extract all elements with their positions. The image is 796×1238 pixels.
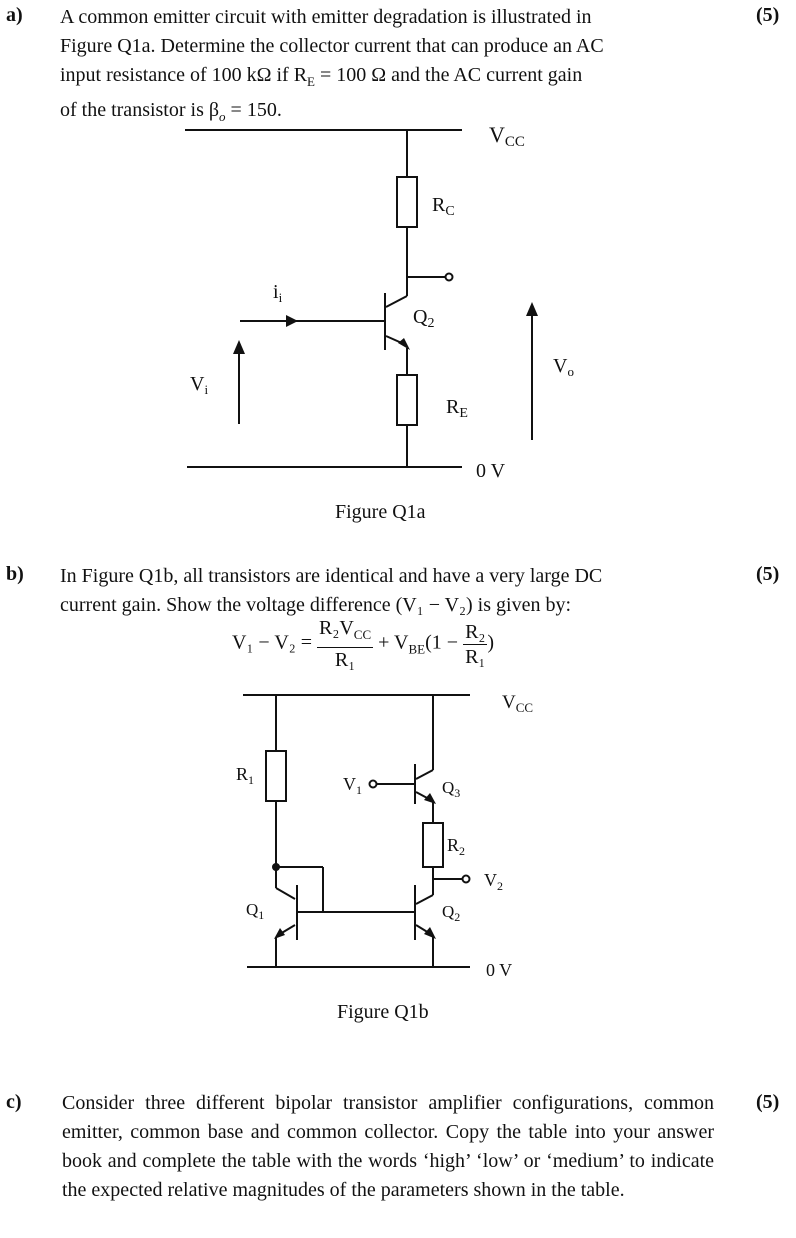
part-b-marks: (5) bbox=[756, 563, 780, 585]
part-a-line-3: input resistance of 100 kΩ if RE = 100 Ω… bbox=[60, 64, 583, 89]
vo-arrow-icon bbox=[526, 302, 538, 316]
label-vcc-a: VCC bbox=[489, 122, 525, 150]
label-q2-a: Q2 bbox=[413, 306, 434, 331]
v2-terminal bbox=[461, 874, 471, 884]
figure-q1b: VCC R1 V1 Q3 R2 V2 Q1 Q2 0 V bbox=[236, 692, 533, 980]
part-a-line-4: of the transistor is βo = 150. bbox=[60, 99, 282, 124]
part-a-label: a) bbox=[6, 4, 23, 26]
label-r1: R1 bbox=[236, 764, 254, 787]
label-vcc-b: VCC bbox=[502, 692, 533, 715]
ii-arrow-icon bbox=[286, 315, 298, 327]
output-terminal bbox=[444, 272, 454, 282]
part-a-text: A common emitter circuit with emitter de… bbox=[60, 3, 712, 131]
label-0v-a: 0 V bbox=[476, 460, 506, 482]
resistor-re bbox=[396, 374, 418, 426]
fraction-r2vcc-r1: R₂VCC R₁ bbox=[317, 617, 374, 671]
label-q3: Q3 bbox=[442, 778, 460, 800]
resistor-rc bbox=[396, 176, 418, 228]
resistor-r2 bbox=[422, 822, 444, 868]
caption-q1b: Figure Q1b bbox=[337, 1001, 429, 1023]
equation-v1-v2: V₁ − V₂ = R₂VCC R₁ + VBE(1 − R₂ R₁ ) bbox=[232, 617, 495, 671]
part-c-marks: (5) bbox=[756, 1091, 780, 1113]
label-vi: Vi bbox=[190, 373, 208, 397]
label-r2: R2 bbox=[447, 835, 465, 858]
part-b-label: b) bbox=[6, 563, 24, 585]
part-a-marks: (5) bbox=[756, 4, 780, 26]
part-c-text: Consider three different bipolar transis… bbox=[62, 1092, 714, 1201]
q1-emitter-arrow-icon bbox=[274, 928, 285, 939]
v1-terminal bbox=[368, 779, 378, 789]
label-q1: Q1 bbox=[246, 900, 264, 922]
figure-q1a: VCC RC ii Q2 Vi Vo RE 0 V bbox=[185, 122, 574, 482]
label-re: RE bbox=[446, 396, 468, 421]
vi-arrow-icon bbox=[233, 340, 245, 354]
q2-emitter-arrow-icon bbox=[398, 338, 410, 350]
part-b-text: In Figure Q1b, all transistors are ident… bbox=[60, 562, 712, 620]
label-v1: V1 bbox=[343, 774, 362, 797]
part-a-line-1: A common emitter circuit with emitter de… bbox=[60, 6, 592, 28]
part-c-label: c) bbox=[6, 1091, 22, 1113]
fraction-r2-r1: R₂ R₁ bbox=[463, 620, 488, 668]
q3-emitter-arrow-icon bbox=[424, 793, 436, 804]
part-b-line-2: current gain. Show the voltage differenc… bbox=[60, 594, 572, 616]
label-v2: V2 bbox=[484, 870, 503, 893]
part-b-line-1: In Figure Q1b, all transistors are ident… bbox=[60, 565, 603, 587]
label-0v-b: 0 V bbox=[486, 960, 512, 980]
part-a-line-2: Figure Q1a. Determine the collector curr… bbox=[60, 35, 604, 57]
q2-emitter-arrow-icon-b bbox=[424, 927, 436, 939]
resistor-r1 bbox=[265, 750, 287, 802]
caption-q1a: Figure Q1a bbox=[335, 501, 426, 523]
label-ii: ii bbox=[273, 281, 283, 305]
label-rc: RC bbox=[432, 194, 455, 219]
label-vo: Vo bbox=[553, 355, 574, 379]
label-q2-b: Q2 bbox=[442, 902, 460, 924]
